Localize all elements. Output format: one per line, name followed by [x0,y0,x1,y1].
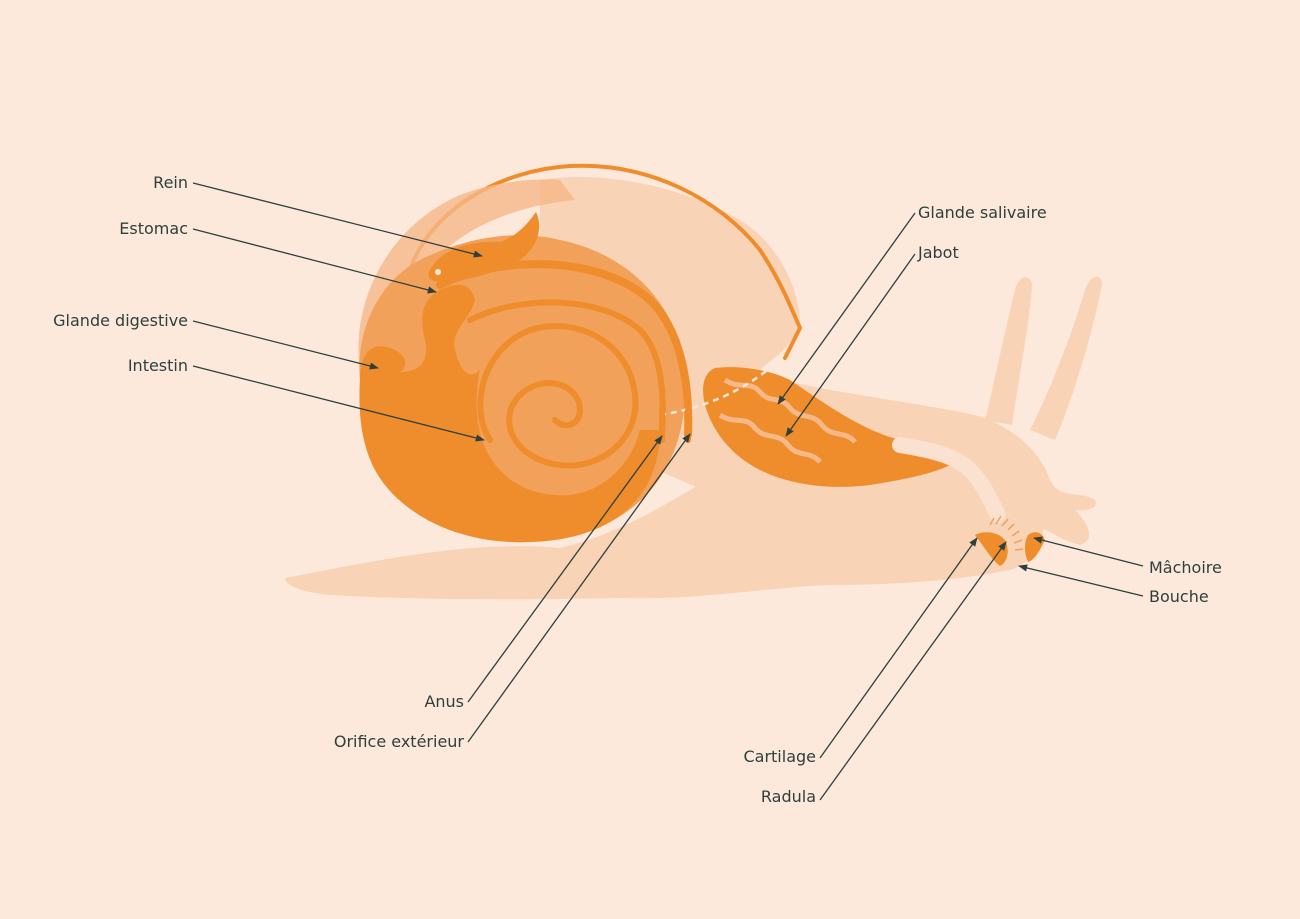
label-jabot: Jabot [918,243,959,262]
kidney-dot [435,269,441,275]
leader-anus [467,435,663,703]
label-glande-salivaire: Glande salivaire [918,203,1047,222]
label-glande-digestive: Glande digestive [53,311,188,330]
tentacle-left [985,277,1032,425]
label-anus: Anus [424,692,464,711]
leader-estomac [192,228,437,294]
intestine-tube-inner [467,299,666,438]
label-intestin: Intestin [127,356,188,375]
tentacle-right [1030,276,1102,440]
leader-orifice [467,433,691,743]
leader-rein [192,182,483,258]
leader-machoire [1033,536,1144,567]
label-radula: Radula [760,787,816,806]
label-cartilage: Cartilage [743,747,816,766]
leader-jabot [785,253,916,437]
leader-lines [192,182,1144,801]
label-machoire: Mâchoire [1149,558,1222,577]
leader-bouche [1018,564,1144,597]
label-rein: Rein [153,173,188,192]
jaw-shape [1025,532,1045,562]
leader-cartilage [819,537,978,759]
kidney [428,212,540,282]
leader-intestin [192,365,485,442]
label-orifice-exterieur: Orifice extérieur [333,732,464,751]
salivary-duct [659,367,771,417]
crop-texture [718,412,822,464]
label-bouche: Bouche [1149,587,1209,606]
radula-teeth [989,515,1024,551]
leader-radula [819,541,1007,801]
salivary-gland-texture [723,377,857,444]
intestine-coil [477,323,639,469]
cartilage-shape [975,532,1008,566]
label-estomac: Estomac [119,219,188,238]
esophagus [892,437,1006,523]
digestive-gland [359,284,660,543]
shell-band [358,179,575,370]
leader-glande-digestive [192,320,379,370]
leader-glande-salivaire [777,212,916,405]
